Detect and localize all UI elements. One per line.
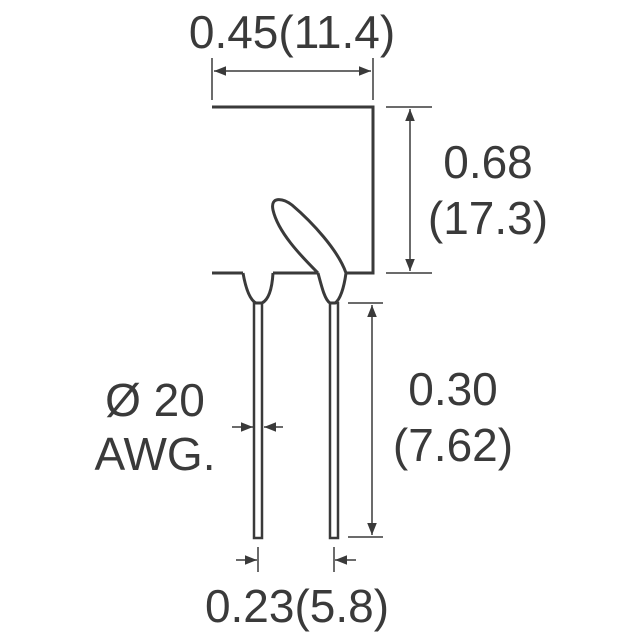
lead-gauge-value: Ø 20: [105, 374, 205, 426]
lead-gauge-dimension: Ø 20 AWG.: [95, 374, 283, 480]
body-height-value: 0.68: [443, 136, 533, 188]
body-height-metric: (17.3): [428, 192, 548, 244]
body-width-dimension: 0.45(11.4): [189, 6, 395, 100]
body-height-dimension: 0.68 (17.3): [386, 106, 548, 274]
lead-spacing-dimension: 0.23(5.8): [205, 547, 389, 632]
leads: [252, 301, 340, 540]
lead-length-metric: (7.62): [393, 419, 513, 471]
lead-spacing-label: 0.23(5.8): [205, 580, 389, 632]
component-body: [212, 105, 375, 305]
lead-length-dimension: 0.30 (7.62): [348, 302, 513, 538]
lead-gauge-unit: AWG.: [95, 428, 216, 480]
lead-length-value: 0.30: [408, 363, 498, 415]
body-width-label: 0.45(11.4): [189, 6, 395, 58]
